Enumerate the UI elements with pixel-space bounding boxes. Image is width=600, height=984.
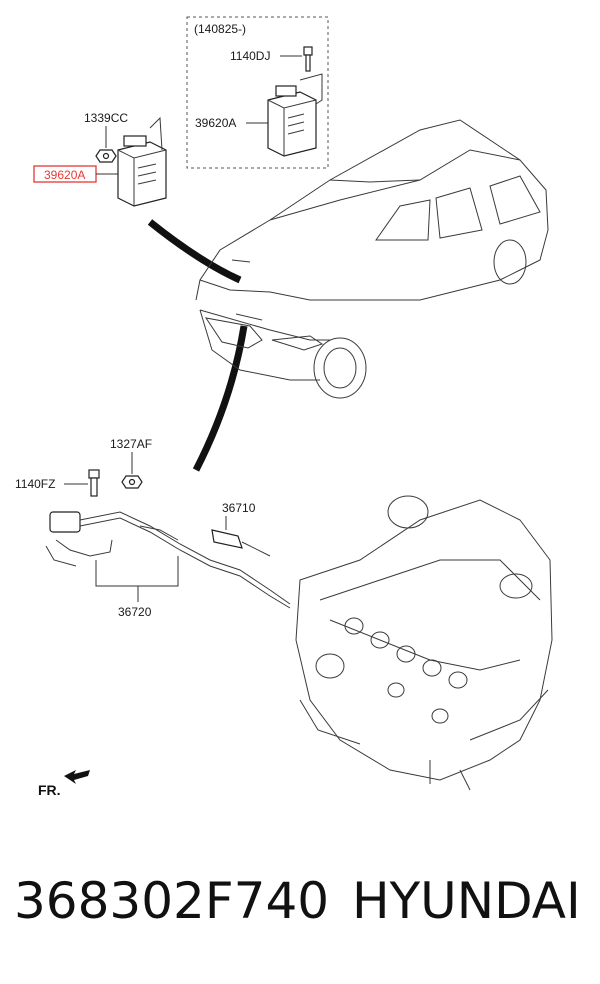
brand-text: HYUNDAI <box>352 872 581 930</box>
nut-1339cc-icon <box>95 149 117 163</box>
callout-1140fz: 1140FZ <box>15 477 55 491</box>
nut-1327af-icon <box>121 475 143 489</box>
callout-1339cc: 1339CC <box>84 111 128 125</box>
vehicle-illustration <box>195 119 549 399</box>
glow-relay-unit-icon <box>117 116 167 207</box>
callout-39620a-highlight[interactable]: 39620A <box>44 168 85 182</box>
callout-36720: 36720 <box>118 605 152 619</box>
glow-relay-unit-variant-icon <box>267 73 323 157</box>
engine-block-illustration <box>295 495 553 791</box>
callout-1140dj: 1140DJ <box>230 49 270 63</box>
leader-arrow-lower <box>192 325 248 472</box>
bolt-1140dj-icon <box>303 46 313 72</box>
glow-plug-36710-icon <box>211 529 271 557</box>
front-marker-label: FR. <box>38 782 61 798</box>
variant-dashed-box <box>186 16 329 169</box>
callout-36710: 36710 <box>222 501 256 515</box>
bolt-1140fz-icon <box>88 469 100 497</box>
callout-1327af: 1327AF <box>110 437 152 451</box>
footer: 368302F740 HYUNDAI <box>0 872 600 952</box>
callout-39620a-variant: 39620A <box>195 116 236 130</box>
variant-date-label: (140825-) <box>194 22 246 36</box>
leader-arrow-upper <box>147 219 242 284</box>
bracket-36720 <box>95 556 179 587</box>
part-number-text: 368302F740 <box>14 872 330 930</box>
wiring-harness-36720 <box>45 511 291 609</box>
front-arrow-icon <box>64 770 90 784</box>
